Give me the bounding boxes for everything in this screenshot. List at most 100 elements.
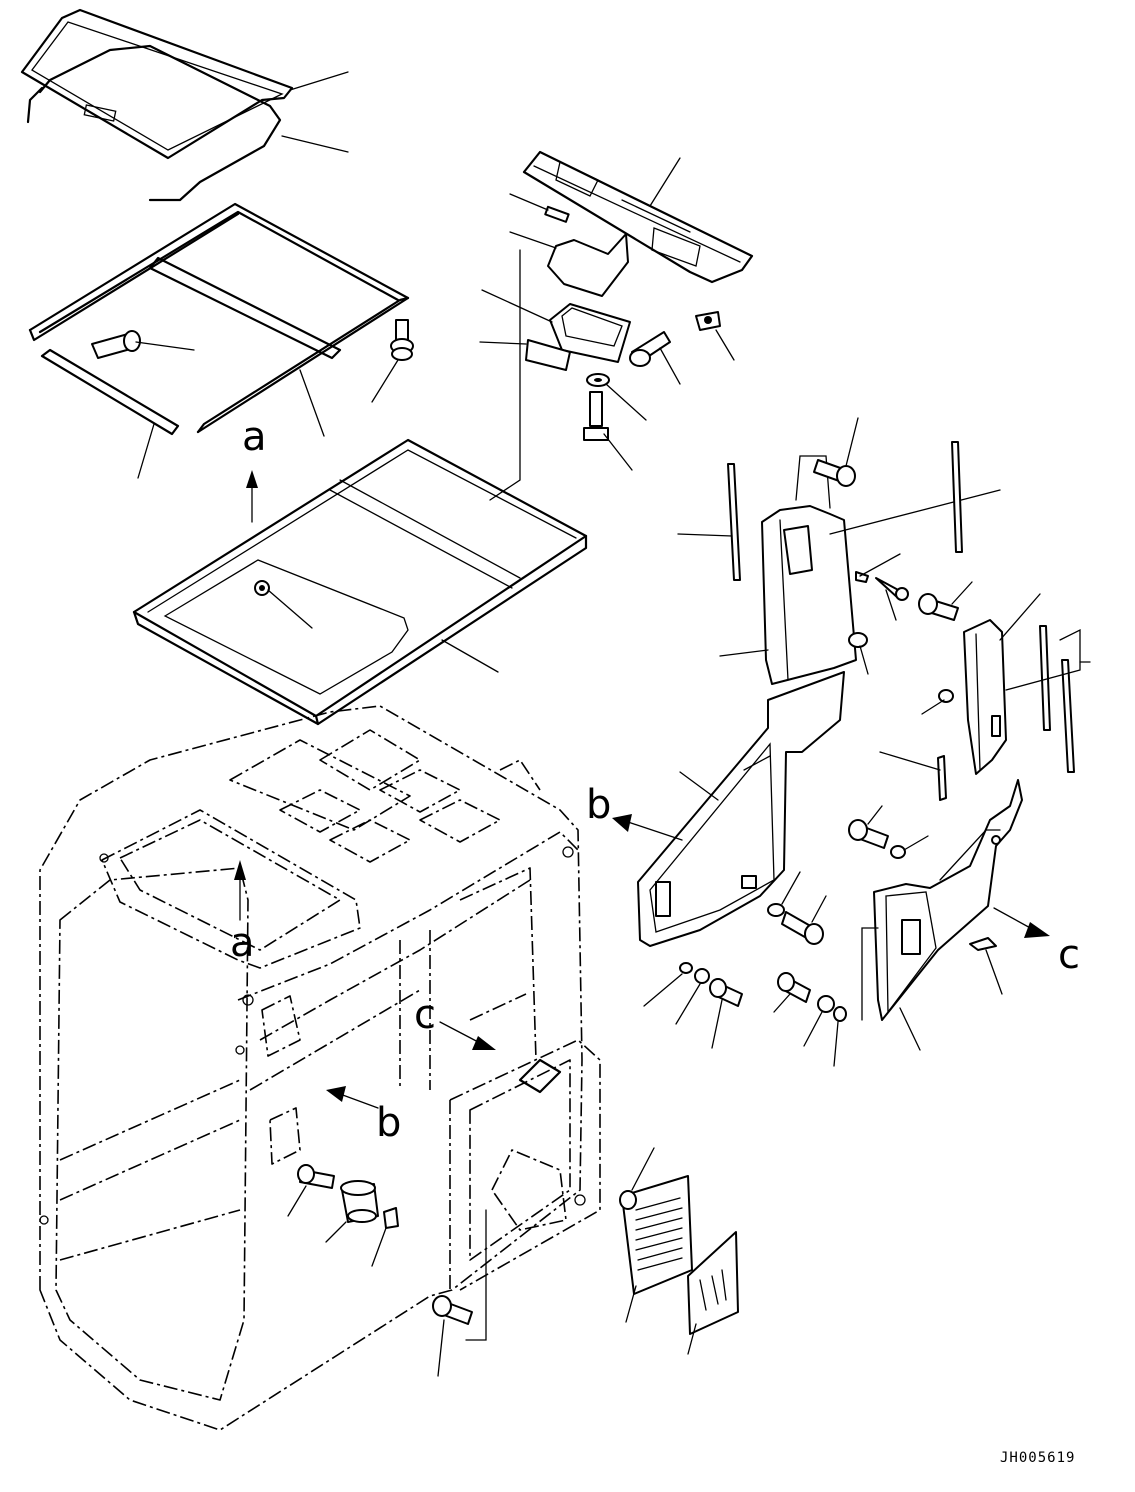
leader-line [899, 1007, 921, 1051]
cab-rear-slot [491, 1058, 567, 1231]
callout-a-bottom: a [230, 920, 255, 966]
side-panel-lower-right [873, 779, 1023, 1021]
cup-holder-icon [340, 1180, 379, 1223]
leader-line [829, 489, 1001, 535]
leader-line [289, 71, 349, 91]
leader-line [287, 1185, 307, 1217]
leader-line [679, 771, 719, 801]
leader-line [509, 231, 557, 249]
pillar-cover-upper [761, 455, 857, 685]
leader-line [711, 999, 723, 1049]
bolt-icon [91, 330, 141, 359]
leader-line [643, 973, 683, 1007]
leader-line [605, 383, 647, 421]
roof-glass-seal [26, 44, 282, 202]
bolt-icon [390, 319, 414, 361]
sunshade-rail [40, 348, 180, 436]
leader-line [859, 645, 869, 675]
bolt-icon [781, 911, 824, 945]
callout-c-right: c [1058, 932, 1080, 978]
leader-line [481, 289, 553, 323]
bolt-icon [813, 459, 856, 487]
speaker-grille [621, 1175, 693, 1295]
leader-line [479, 341, 527, 345]
callout-c-left: c [414, 992, 436, 1038]
washer-icon [767, 903, 785, 917]
cab-frame [39, 705, 601, 1431]
leader-line [677, 533, 733, 537]
leader-line [267, 589, 313, 629]
bolt-icon [432, 1295, 473, 1325]
arrow-c-right [993, 907, 1050, 938]
leader-line [659, 347, 681, 385]
pillar-cover-right [963, 619, 1007, 775]
callout-a-top: a [242, 414, 267, 460]
trim-strip [951, 441, 963, 553]
drawing-code: JH005619 [1000, 1450, 1075, 1466]
leader-line [675, 983, 701, 1025]
leader-line [281, 135, 349, 153]
leader-line [999, 593, 1041, 641]
leader-line [773, 993, 791, 1013]
washer-icon [586, 373, 610, 387]
roof-headliner-panel [132, 438, 588, 726]
leader-line [325, 1221, 347, 1243]
nut-icon [833, 1006, 847, 1022]
leader-line [441, 639, 499, 673]
leader-line [985, 949, 1003, 995]
clip-icon [938, 689, 954, 703]
leader-line [859, 553, 901, 577]
leader-line [833, 1021, 839, 1067]
sunshade-frame [28, 202, 410, 434]
bolt-icon [848, 819, 889, 849]
arrow-a-top [246, 470, 258, 523]
washer-icon [817, 995, 835, 1013]
leader-line [509, 193, 549, 211]
washer-icon [694, 968, 710, 984]
nut-icon [890, 845, 906, 859]
bolt-icon [297, 1164, 335, 1189]
leader-line [603, 433, 633, 471]
leader-line [489, 249, 521, 501]
pad-icon [525, 339, 571, 371]
clip-icon [544, 205, 570, 223]
leader-line [885, 589, 897, 621]
vent-box-icon [549, 303, 631, 363]
decal-plate [687, 1231, 739, 1335]
leader-line [845, 417, 859, 467]
leader-line [861, 927, 879, 1021]
leader-line [631, 1147, 655, 1191]
cap-icon [848, 632, 868, 648]
leader-line [299, 369, 325, 437]
callout-b-left: b [586, 782, 611, 828]
leader-line [879, 751, 941, 771]
leader-line [715, 329, 735, 361]
clip-icon [937, 755, 947, 801]
bolt-icon [709, 978, 743, 1007]
bracket-icon [547, 233, 629, 297]
nut-icon [619, 1190, 637, 1210]
ceiling-duct [522, 150, 754, 284]
leader-line [803, 1011, 823, 1047]
bolt-icon [777, 972, 811, 1003]
leader-line [811, 895, 827, 923]
bolt-icon [583, 391, 609, 441]
clip-icon [855, 571, 909, 601]
roof-glass-panel [20, 8, 294, 160]
leader-line [781, 871, 801, 905]
callout-b-right: b [376, 1100, 401, 1146]
trim-strip [727, 463, 741, 581]
arrow-c-left [439, 1021, 496, 1050]
trim-strip [1039, 625, 1075, 773]
leader-line [371, 1227, 387, 1267]
leader-line [1005, 628, 1081, 691]
arrow-b-left [612, 814, 683, 841]
leader-line [903, 835, 929, 851]
bolt-icon [629, 331, 671, 367]
clip-icon [969, 937, 997, 951]
nut-icon [679, 962, 693, 974]
leader-line [465, 1209, 487, 1341]
arrow-a-bottom [234, 860, 246, 921]
leader-line [137, 423, 155, 479]
